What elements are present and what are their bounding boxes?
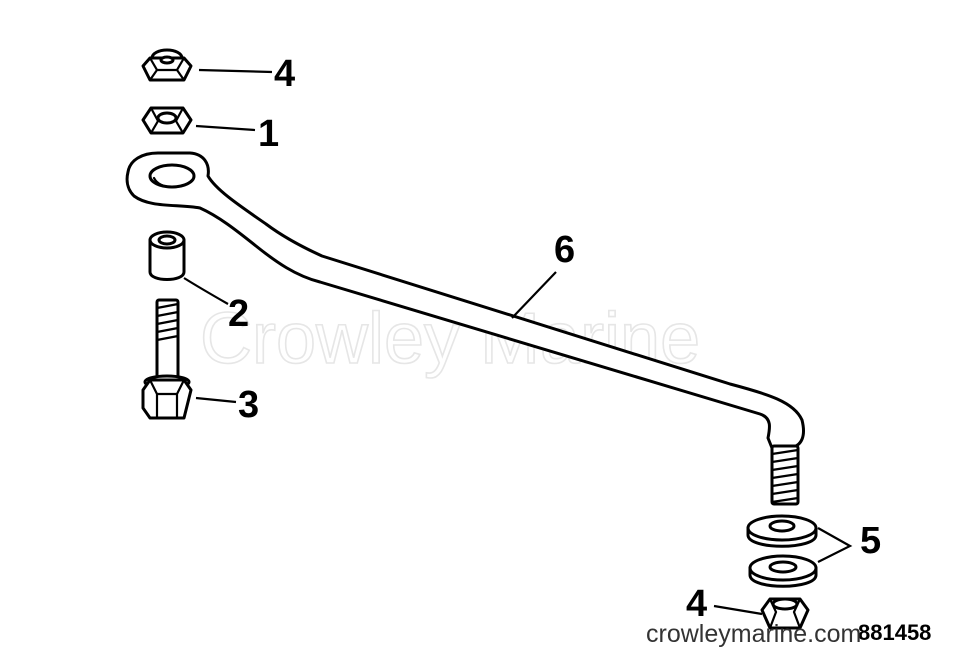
callout-6: 6 [554, 229, 575, 271]
washer-lower [748, 554, 818, 588]
washer-upper [746, 514, 818, 548]
callout-2: 2 [228, 293, 249, 335]
leader-5 [817, 527, 853, 563]
callout-4-top: 4 [274, 53, 295, 95]
leader-3 [195, 396, 237, 404]
leader-2 [183, 277, 229, 305]
spacer [148, 230, 186, 281]
lock-nut-bottom [760, 597, 810, 630]
leader-6 [511, 271, 557, 319]
callout-3: 3 [238, 384, 259, 426]
callout-4-bottom: 4 [686, 583, 707, 625]
callout-5: 5 [860, 520, 881, 562]
link-rod [125, 151, 805, 506]
watermark-url: crowleymarine.com [646, 620, 861, 648]
leader-1 [195, 124, 256, 132]
hex-nut [141, 106, 193, 135]
lock-nut-top [141, 48, 193, 82]
figure-number: 881458 [858, 620, 931, 645]
callout-1: 1 [258, 113, 279, 155]
leader-4-top [198, 68, 273, 74]
bolt [141, 298, 193, 420]
leader-4-bottom [713, 604, 763, 616]
